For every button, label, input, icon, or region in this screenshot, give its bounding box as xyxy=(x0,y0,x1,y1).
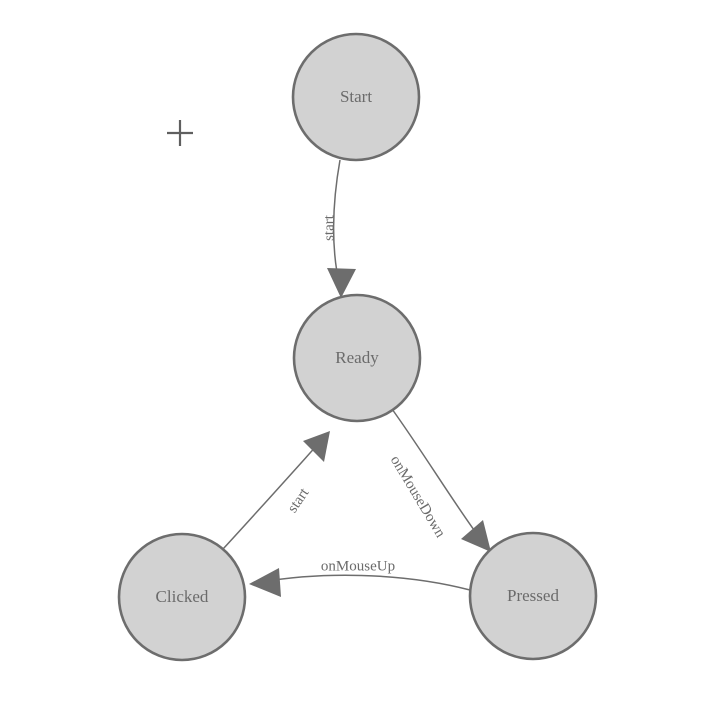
node-clicked[interactable]: Clicked xyxy=(117,532,247,662)
node-pressed-circle[interactable] xyxy=(468,531,598,661)
edge-ready-to-pressed[interactable]: onMouseDown xyxy=(387,408,491,552)
edge-label-ready-to-pressed: onMouseDown xyxy=(387,453,449,541)
edge-start-to-ready[interactable]: start xyxy=(321,159,356,298)
node-start-label: Start xyxy=(340,87,372,106)
node-ready[interactable]: Ready xyxy=(292,293,422,423)
edge-line[interactable] xyxy=(391,408,483,542)
node-clicked-label: Clicked xyxy=(156,587,209,606)
node-pressed-label: Pressed xyxy=(507,586,559,605)
edge-line[interactable] xyxy=(222,442,320,550)
node-ready-label: Ready xyxy=(335,348,379,367)
arrowhead-icon xyxy=(303,431,330,462)
edge-label-pressed-to-clicked: onMouseUp xyxy=(321,558,395,574)
arrowhead-icon xyxy=(249,568,281,597)
edge-pressed-to-clicked[interactable]: onMouseUp xyxy=(249,558,471,597)
node-ready-circle[interactable] xyxy=(292,293,422,423)
node-start[interactable]: Start xyxy=(291,32,421,162)
crosshair-cursor-icon xyxy=(167,120,193,146)
edge-label-clicked-to-ready: start xyxy=(285,485,313,516)
arrowhead-icon xyxy=(327,268,356,298)
node-pressed[interactable]: Pressed xyxy=(468,531,598,661)
edge-line[interactable] xyxy=(261,574,471,591)
node-start-circle[interactable] xyxy=(291,32,421,162)
edge-label-start-to-ready: start xyxy=(321,214,337,241)
node-layer: Start Ready Clicked Pressed xyxy=(117,32,598,662)
arrowhead-icon xyxy=(461,520,491,552)
node-clicked-circle[interactable] xyxy=(117,532,247,662)
edge-clicked-to-ready[interactable]: start xyxy=(222,431,330,550)
